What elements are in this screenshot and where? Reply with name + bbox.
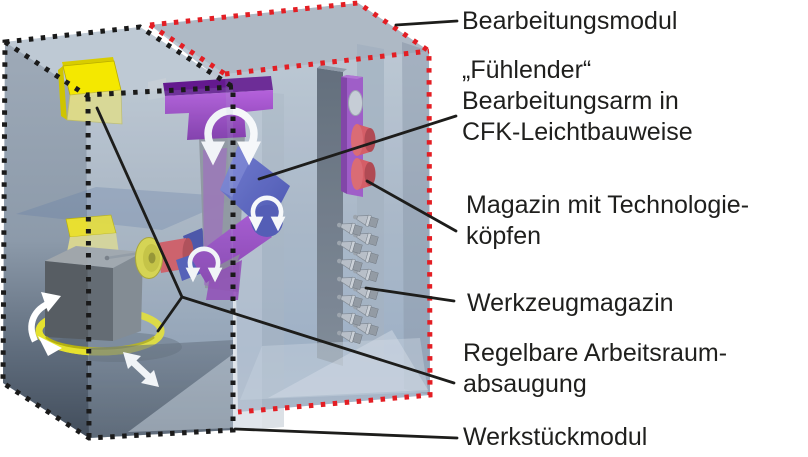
magazine-back-panel — [317, 44, 384, 366]
linear-motion-arrow — [123, 352, 159, 387]
leader-technologiemagazin — [365, 179, 458, 233]
label-bearbeitungsarm: „Fühlender“ Bearbeitungsarm in CFK-Leich… — [462, 56, 693, 146]
base-sheen — [128, 354, 233, 432]
workpiece-module-outline — [0, 24, 236, 441]
technology-head-magazine — [341, 75, 376, 197]
leader-bearbeitungsarm — [257, 114, 458, 181]
workpiece-front-glass — [86, 87, 233, 438]
label-werkstueckmodul: Werkstückmodul — [463, 423, 648, 451]
label-technologiemagazin: Magazin mit Technologie- köpfen — [466, 191, 750, 250]
workpiece-cube — [45, 246, 143, 341]
label-bearbeitungsmodul: Bearbeitungsmodul — [462, 7, 678, 35]
processing-floor — [240, 330, 428, 400]
label-werkzeugmagazin: Werkzeugmagazin — [467, 289, 674, 317]
leader-lines — [95, 19, 459, 440]
leader-werkstueckmodul — [233, 427, 459, 440]
leader-absaugung — [95, 106, 456, 385]
leader-werkzeugmagazin — [364, 286, 456, 303]
processing-front-glass — [225, 51, 430, 412]
robot-arm — [148, 76, 290, 300]
label-absaugung: Regelbare Arbeitsraum- absaugung — [463, 339, 728, 398]
leader-bearbeitungsmodul — [394, 19, 459, 27]
rotation-arrow-ring — [28, 292, 62, 356]
processing-module-outline — [148, 0, 433, 415]
